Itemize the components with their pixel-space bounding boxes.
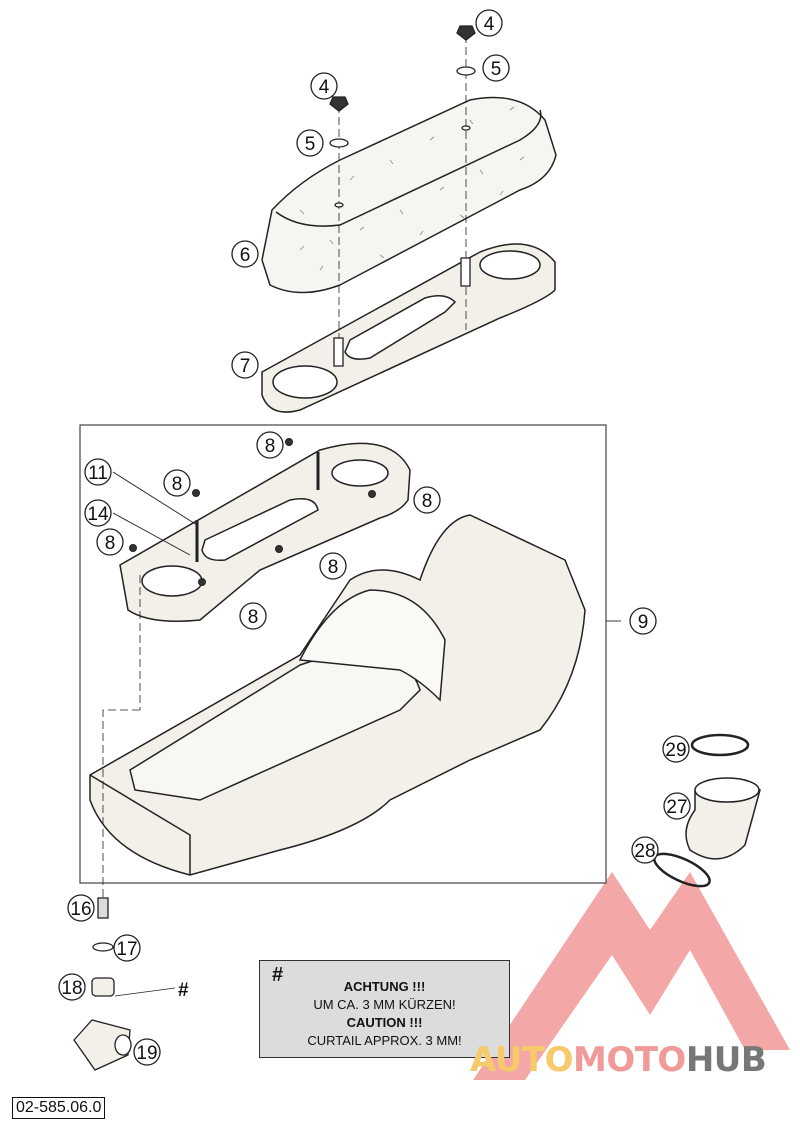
callout-11: 11 xyxy=(84,458,112,486)
callout-circle xyxy=(413,486,441,514)
callout-number: 29 xyxy=(665,740,686,761)
callout-14: 14 xyxy=(84,499,112,527)
hash-marker: # xyxy=(178,980,189,1001)
callout-circle xyxy=(84,458,112,486)
callout-8: 8 xyxy=(239,602,267,630)
screws-part-8 xyxy=(129,438,376,586)
note-symbol: # xyxy=(272,964,284,986)
air-filter-part-6 xyxy=(261,96,557,294)
callout-9: 9 xyxy=(629,607,657,635)
callout-labels: 4 5 4 5 6 7 8 11 8 8 14 8 8 8 9 29 27 28 16 17 18 19 xyxy=(58,9,691,1066)
callout-circle xyxy=(296,129,324,157)
callout-8: 8 xyxy=(163,469,191,497)
callout-circle xyxy=(231,240,259,268)
callout-28: 28 xyxy=(631,836,659,864)
callout-circle xyxy=(84,499,112,527)
callout-circle xyxy=(163,469,191,497)
callout-circle xyxy=(67,894,95,922)
callout-19: 19 xyxy=(133,1038,161,1066)
callout-number: 9 xyxy=(638,612,649,633)
callout-4: 4 xyxy=(475,9,503,37)
airbox-cover-plate-part-11 xyxy=(102,442,411,900)
callout-number: 27 xyxy=(666,797,687,818)
callout-number: 4 xyxy=(484,14,495,35)
callout-number: 8 xyxy=(265,436,276,457)
callout-circle xyxy=(96,528,124,556)
callout-number: 8 xyxy=(172,474,183,495)
callout-circle xyxy=(482,54,510,82)
callout-circle xyxy=(631,836,659,864)
callout-circle xyxy=(310,72,338,100)
callout-circle xyxy=(662,735,690,763)
callout-number: 11 xyxy=(88,463,108,484)
note-line-3: CAUTION !!! xyxy=(346,1015,423,1030)
base-plate-part-7 xyxy=(261,243,556,413)
callout-number: 16 xyxy=(70,899,91,920)
callout-6: 6 xyxy=(231,240,259,268)
drawing-number: 02-585.06.0 xyxy=(12,1097,106,1119)
callout-8: 8 xyxy=(413,486,441,514)
callout-number: 7 xyxy=(240,356,251,377)
watermark-logo-icon xyxy=(473,872,790,1080)
callout-7: 7 xyxy=(231,351,259,379)
callout-number: 8 xyxy=(105,533,116,554)
top-hardware xyxy=(329,25,476,367)
callout-circle xyxy=(239,602,267,630)
callout-number: 8 xyxy=(248,607,259,628)
callout-5: 5 xyxy=(296,129,324,157)
callout-circle xyxy=(475,9,503,37)
callout-8: 8 xyxy=(96,528,124,556)
note-line-1: ACHTUNG !!! xyxy=(343,979,426,994)
callout-circle xyxy=(256,431,284,459)
callout-circle xyxy=(133,1038,161,1066)
callout-4: 4 xyxy=(310,72,338,100)
callout-circle xyxy=(663,792,691,820)
callout-number: 6 xyxy=(240,245,251,266)
airbox-part-9 xyxy=(89,514,586,876)
caution-note: # ACHTUNG !!! UM CA. 3 MM KÜRZEN! CAUTIO… xyxy=(259,960,510,1058)
callout-29: 29 xyxy=(662,735,690,763)
callout-number: 19 xyxy=(136,1043,157,1064)
callout-circle xyxy=(58,973,86,1001)
callout-number: 5 xyxy=(491,59,502,80)
callout-17: 17 xyxy=(113,934,141,962)
callout-18: 18 xyxy=(58,973,86,1001)
callout-circle xyxy=(113,934,141,962)
callout-number: 8 xyxy=(328,557,339,578)
watermark-text: AUTOMOTOHUB xyxy=(470,1040,767,1080)
callout-27: 27 xyxy=(663,792,691,820)
callout-circle xyxy=(319,552,347,580)
callout-number: 14 xyxy=(87,504,109,525)
watermark-part-1: AUTO xyxy=(470,1040,573,1080)
note-lines: ACHTUNG !!! UM CA. 3 MM KÜRZEN! CAUTION … xyxy=(260,978,509,1050)
callout-circle xyxy=(629,607,657,635)
mount-hardware xyxy=(73,897,176,1071)
callout-8: 8 xyxy=(319,552,347,580)
note-line-4: CURTAIL APPROX. 3 MM! xyxy=(307,1033,462,1048)
watermark-part-2: MOTO xyxy=(572,1040,686,1080)
leader-lines xyxy=(112,471,621,622)
callout-number: 4 xyxy=(319,77,330,98)
airbox-group-frame xyxy=(79,424,607,884)
callout-number: 28 xyxy=(634,841,655,862)
note-line-2: UM CA. 3 MM KÜRZEN! xyxy=(313,997,456,1012)
callout-8: 8 xyxy=(256,431,284,459)
watermark-part-3: HUB xyxy=(685,1040,767,1080)
callout-number: 18 xyxy=(61,978,82,999)
callout-number: 17 xyxy=(116,939,137,960)
callout-16: 16 xyxy=(67,894,95,922)
callout-5: 5 xyxy=(482,54,510,82)
callout-number: 8 xyxy=(422,491,433,512)
callout-circle xyxy=(231,351,259,379)
callout-number: 5 xyxy=(305,134,316,155)
